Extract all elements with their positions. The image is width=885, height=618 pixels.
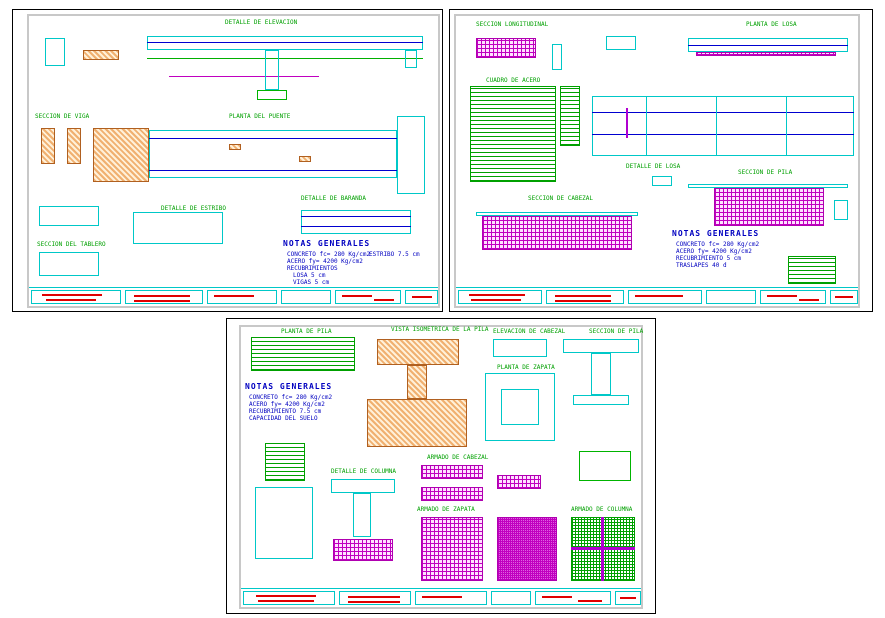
title-block-1	[29, 287, 438, 306]
abutment-label: DETALLE DE ESTRIBO	[161, 205, 227, 212]
section-beam-label: SECCION DE VIGA	[35, 113, 90, 120]
notes-title-1: NOTAS GENERALES	[283, 239, 371, 248]
elevation-label: DETALLE DE ELEVACION	[225, 19, 298, 26]
column-detail-label: DETALLE DE COLUMNA	[331, 468, 397, 475]
note-1-3: LOSA 5 cm	[293, 272, 326, 279]
cap-mesh-1	[421, 465, 483, 479]
notes-table-2	[788, 256, 836, 284]
note-1-2: RECUBRIMIENTOS	[287, 265, 338, 272]
notes-table-3	[265, 443, 305, 481]
footing-plan-drawing	[485, 373, 555, 441]
note-1-1: ACERO fy= 4200 Kg/cm2	[287, 258, 363, 265]
section-cap-label: SECCION DE CABEZAL	[528, 195, 594, 202]
footing-outline	[255, 487, 313, 559]
railing-drawing	[301, 210, 411, 234]
beam-section-drawing-2	[67, 128, 81, 164]
note-3-0: CONCRETO fc= 280 Kg/cm2	[249, 394, 333, 401]
section-pier-label: SECCION DE PILA	[738, 169, 793, 176]
pier-section-footing	[573, 395, 629, 405]
cap-elev-mesh	[579, 451, 631, 481]
section-long-label: SECCION LONGITUDINAL	[476, 21, 549, 28]
column-detail-shaft	[353, 493, 371, 537]
plan-label: PLANTA DEL PUENTE	[229, 113, 291, 120]
deck-section-1	[39, 206, 99, 226]
note-1-5: ESTRIBO 7.5 cm	[369, 251, 420, 258]
pier-section-cap	[563, 339, 639, 353]
abutment-small	[606, 36, 636, 50]
column-detail-cap	[331, 479, 395, 493]
cap-mesh-section	[482, 216, 632, 250]
note-2-0: CONCRETO fc= 280 Kg/cm2	[676, 241, 760, 248]
pier-iso-footing	[367, 399, 467, 447]
notes-title-3: NOTAS GENERALES	[245, 382, 333, 391]
footing-mesh-drawing	[421, 517, 483, 581]
cap-mesh-top	[476, 38, 536, 58]
column-mesh-label: ARMADO DE COLUMNA	[571, 506, 633, 513]
note-2-2: RECUBRIMIENTO 5 cm	[676, 255, 742, 262]
detail-slab-label: DETALLE DE LOSA	[626, 163, 681, 170]
footing-plan-label: PLANTA DE ZAPATA	[497, 364, 555, 371]
drawing-sheet-2: SECCION LONGITUDINAL PLANTA DE LOSA CUAD…	[449, 9, 873, 312]
footing-mesh-dense	[497, 517, 557, 581]
cap-detail	[552, 44, 562, 70]
pier-mesh-section	[714, 188, 824, 226]
title-block-2	[456, 287, 858, 306]
pier-plan-table	[251, 337, 355, 371]
pier-section-column	[591, 353, 611, 395]
note-3-3: CAPACIDAD DEL SUELO	[249, 415, 318, 422]
column-detail-footing	[333, 539, 393, 561]
sheet-2-frame: SECCION LONGITUDINAL PLANTA DE LOSA CUAD…	[454, 14, 860, 308]
cap-mesh-2	[421, 487, 483, 501]
beam-section-drawing	[41, 128, 55, 164]
drawing-sheet-3: PLANTA DE PILA VISTA ISOMETRICA DE LA PI…	[226, 318, 656, 614]
title-block-3	[241, 588, 641, 607]
pier-iso-cap	[377, 339, 459, 365]
abutment-detail	[133, 212, 223, 244]
pier-section-label: SECCION DE PILA	[589, 328, 644, 335]
slab-detail-small	[652, 176, 672, 186]
cable-detail	[83, 50, 119, 60]
note-3-1: ACERO fy= 4200 Kg/cm2	[249, 401, 325, 408]
note-2-1: ACERO fy= 4200 Kg/cm2	[676, 248, 752, 255]
pier-plan-label: PLANTA DE PILA	[281, 328, 332, 335]
reinforcement-plan	[592, 96, 854, 156]
sheet-3-frame: PLANTA DE PILA VISTA ISOMETRICA DE LA PI…	[239, 325, 643, 609]
pier-iso-label: VISTA ISOMETRICA DE LA PILA	[391, 326, 489, 333]
section-deck-label: SECCION DEL TABLERO	[37, 241, 106, 248]
sheet-1-frame: DETALLE DE ELEVACION SECCION DE VIGA PLA…	[27, 14, 440, 308]
cap-mesh-label: ARMADO DE CABEZAL	[427, 454, 489, 461]
cap-elev-drawing	[493, 339, 547, 357]
deck-plan-label: PLANTA DE LOSA	[746, 21, 797, 28]
table-label: CUADRO DE ACERO	[486, 77, 541, 84]
footing-mesh-label: ARMADO DE ZAPATA	[417, 506, 475, 513]
abutment-detail-top-left	[45, 38, 65, 66]
steel-table-mid	[560, 86, 580, 146]
note-1-4: VIGAS 5 cm	[293, 279, 330, 286]
pier-iso-column	[407, 365, 427, 399]
drawing-sheet-1: DETALLE DE ELEVACION SECCION DE VIGA PLA…	[12, 9, 443, 312]
notes-title-2: NOTAS GENERALES	[672, 229, 760, 238]
note-3-2: RECUBRIMIENTO 7.5 cm	[249, 408, 322, 415]
note-1-0: CONCRETO fc= 280 Kg/cm2	[287, 251, 371, 258]
cap-elev-label: ELEVACION DE CABEZAL	[493, 328, 566, 335]
cap-mesh-3	[497, 475, 541, 489]
note-2-3: TRASLAPES 40 d	[676, 262, 727, 269]
steel-table-left	[470, 86, 556, 182]
railing-label: DETALLE DE BARANDA	[301, 195, 367, 202]
deck-section-2	[39, 252, 99, 276]
